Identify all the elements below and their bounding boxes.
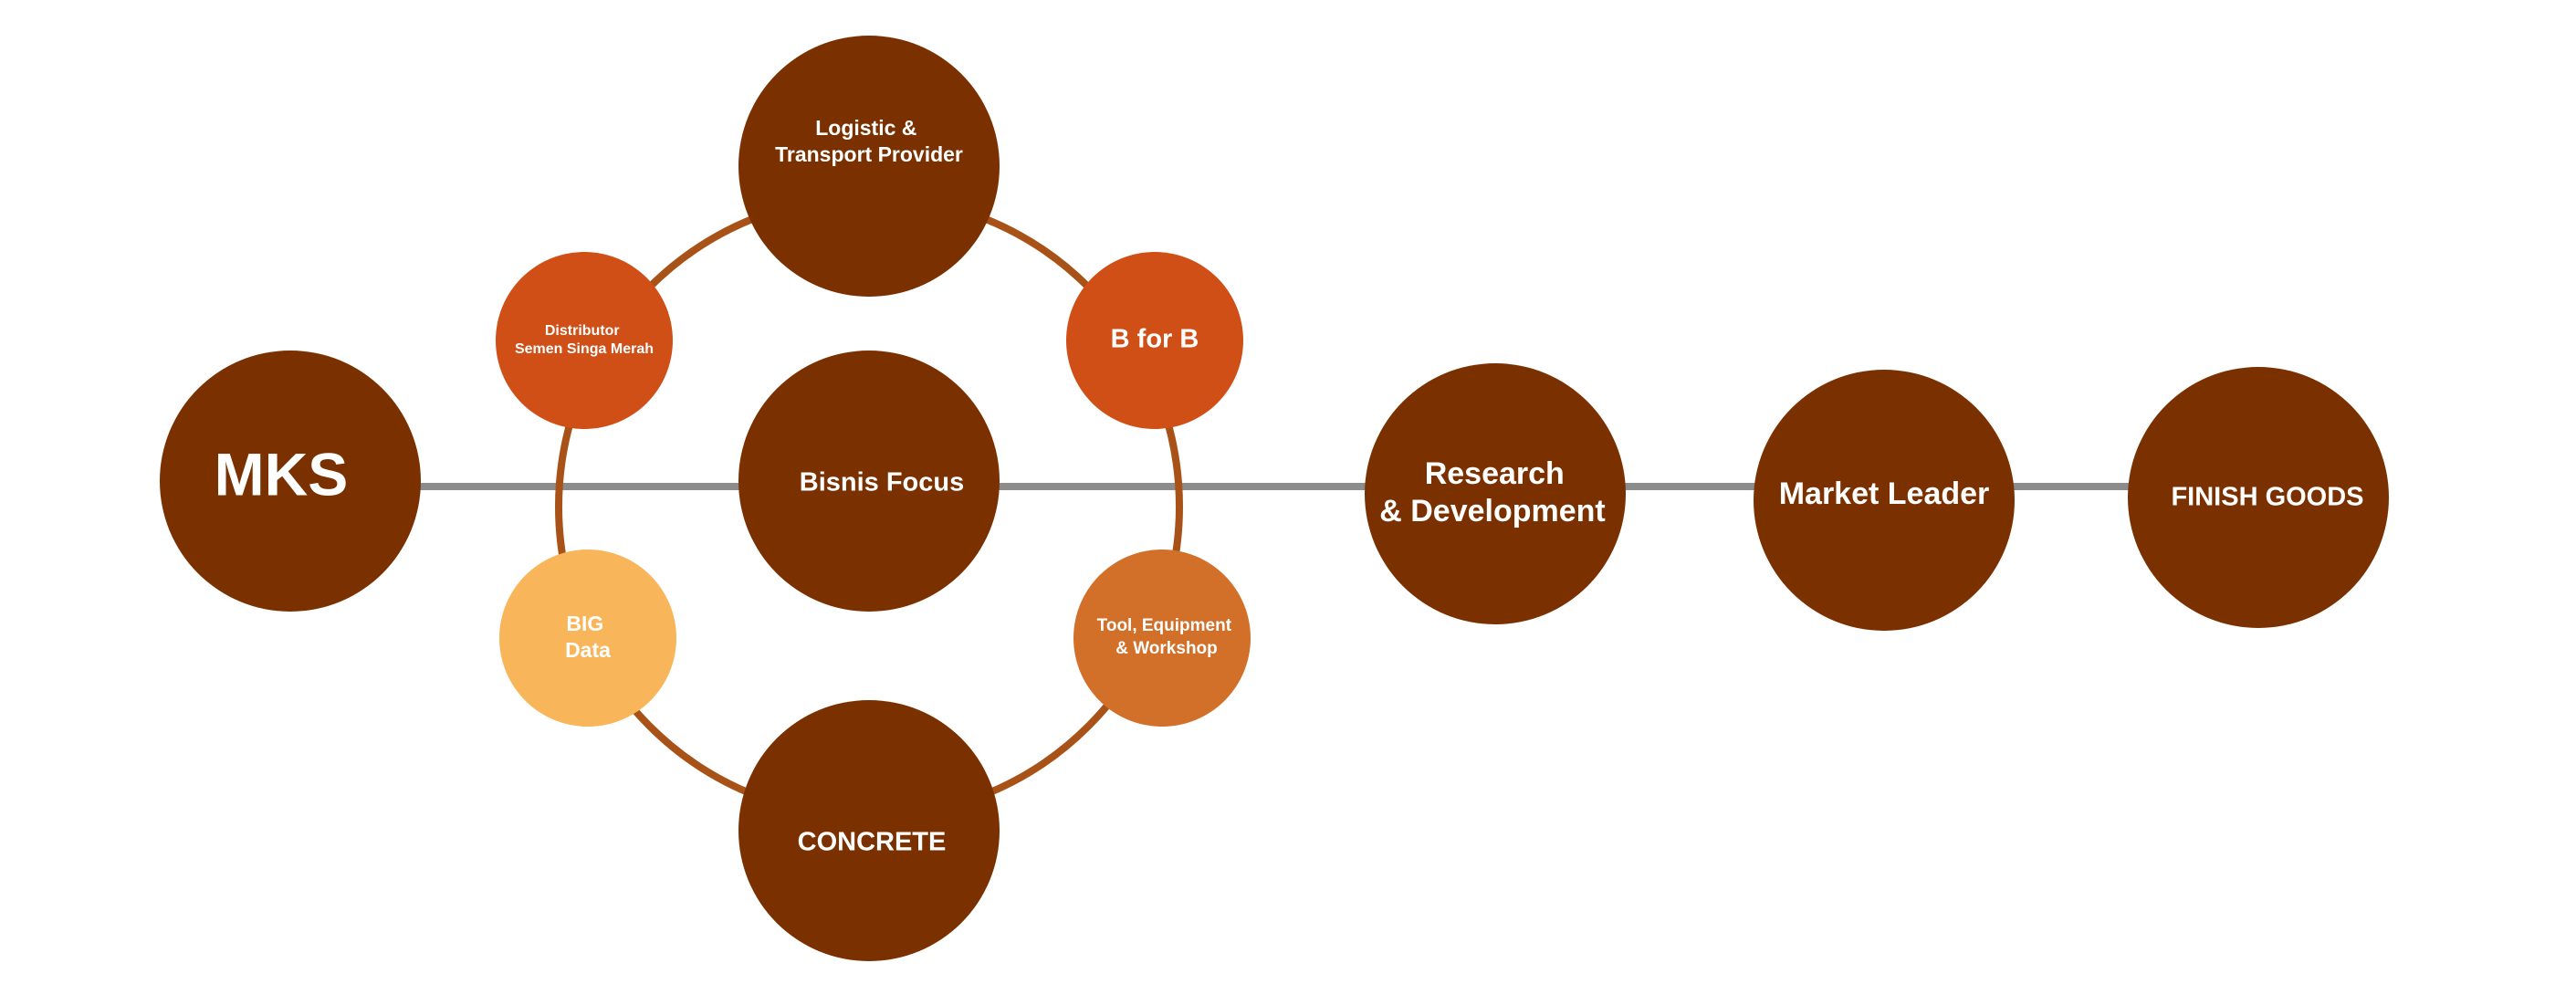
node-big-data-line1: BIG — [566, 612, 603, 635]
node-big-data: BIG Data — [499, 550, 676, 727]
node-distributor-line2: Semen Singa Merah — [515, 341, 654, 357]
node-tool-equipment-circle — [1073, 550, 1251, 727]
node-mks: MKS — [160, 351, 421, 612]
node-distributor-line1: Distributor — [545, 323, 620, 339]
node-logistic-line2: Transport Provider — [775, 142, 963, 166]
node-b-for-b: B for B — [1066, 252, 1243, 429]
node-concrete-label: CONCRETE — [798, 828, 947, 857]
svg-text:Distributor Semen Singa: Distributor Semen Singa Merah — [515, 323, 654, 357]
node-bisnis-focus: Bisnis Focus — [738, 351, 1000, 612]
node-b-for-b-label: B for B — [1111, 325, 1199, 354]
node-logistic-line1: Logistic & — [815, 116, 916, 140]
node-b-for-b-circle — [1066, 252, 1243, 429]
node-tool-equipment-line1: Tool, Equipment — [1097, 616, 1232, 635]
svg-text:Research & Development: Research & Development — [1379, 456, 1606, 529]
node-market-leader-circle — [1754, 370, 2015, 631]
node-research-line2: & Development — [1379, 494, 1606, 529]
node-big-data-line2: Data — [565, 638, 611, 662]
node-mks-circle — [160, 351, 421, 612]
node-finish-goods-label: FINISH GOODS — [2171, 483, 2363, 512]
node-finish-goods-circle — [2128, 367, 2389, 628]
node-mks-label: MKS — [215, 440, 349, 508]
node-bisnis-focus-circle — [738, 351, 1000, 612]
node-distributor-circle — [496, 252, 673, 429]
node-finish-goods: FINISH GOODS — [2128, 367, 2389, 628]
node-market-leader-label: Market Leader — [1779, 476, 1990, 511]
node-big-data-circle — [499, 550, 676, 727]
node-research-circle — [1365, 363, 1626, 624]
svg-text:Logistic & Transport Pro: Logistic & Transport Provider — [775, 116, 963, 166]
node-distributor: Distributor Semen Singa Merah — [496, 252, 673, 429]
node-tool-equipment: Tool, Equipment & Workshop — [1073, 550, 1251, 727]
node-research-line1: Research — [1425, 456, 1565, 491]
svg-text:Tool, Equipment & Worksh: Tool, Equipment & Workshop — [1097, 616, 1237, 658]
svg-text:BIG Data: BIG Data — [565, 612, 611, 662]
node-bisnis-focus-label: Bisnis Focus — [800, 468, 965, 497]
node-market-leader: Market Leader — [1754, 370, 2015, 631]
node-logistic-circle — [738, 36, 1000, 297]
node-research: Research & Development — [1365, 363, 1626, 624]
node-concrete-circle — [738, 700, 1000, 961]
node-concrete: CONCRETE — [738, 700, 1000, 961]
node-tool-equipment-line2: & Workshop — [1115, 639, 1218, 658]
node-logistic: Logistic & Transport Provider — [738, 36, 1000, 297]
